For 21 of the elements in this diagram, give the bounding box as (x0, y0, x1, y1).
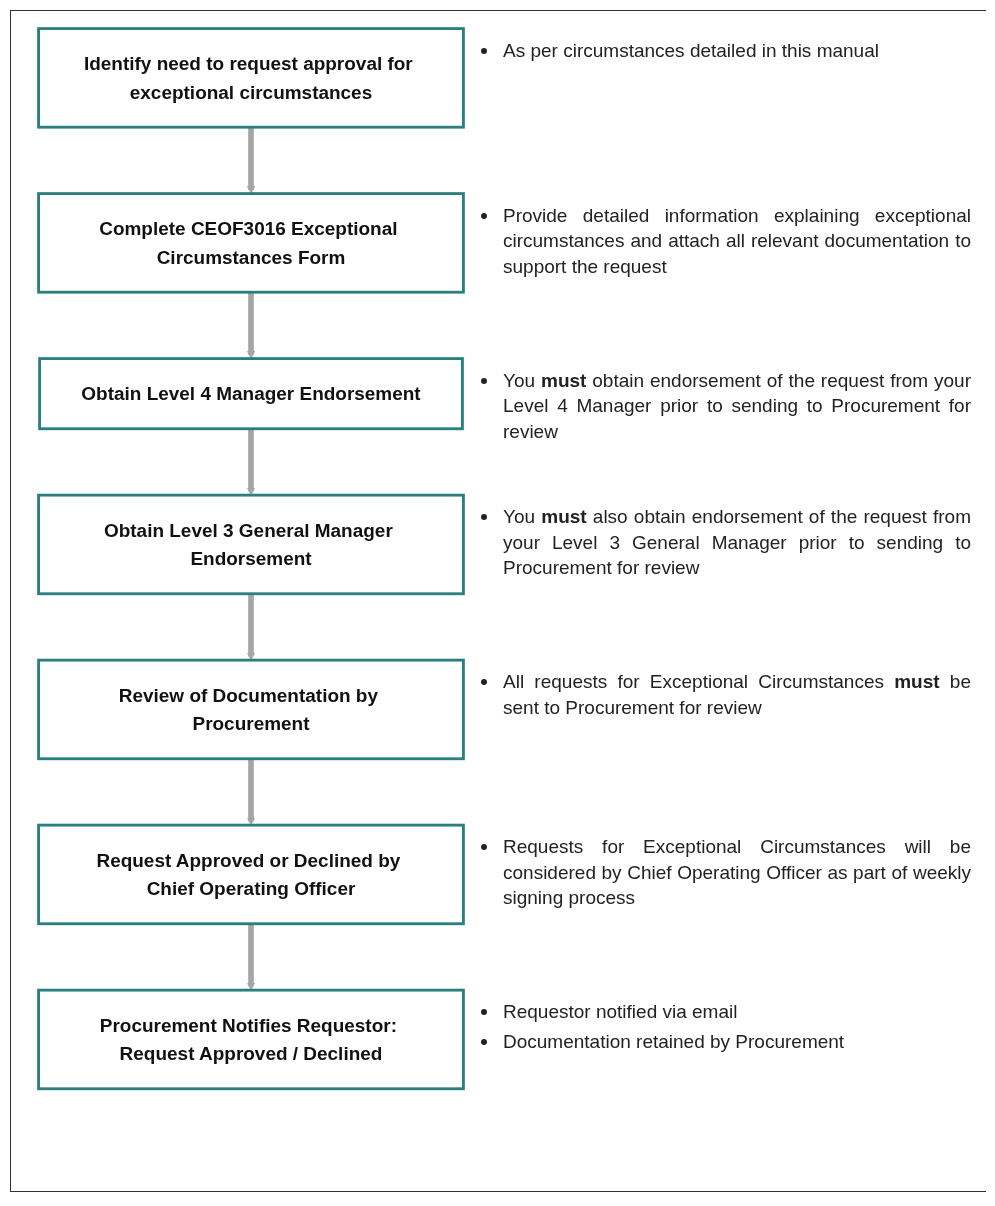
step-note: You must obtain endorsement of the request from your Level 4 Manager prior to sending to Procurement for review (503, 368, 971, 444)
arrow (246, 127, 256, 194)
node-box: Review of Documentation by Procurement (37, 658, 465, 761)
arrow (246, 428, 256, 496)
node-box: Obtain Level 3 General Manager Endorsement (37, 493, 465, 596)
node-box: Request Approved or Declined by Chief Operating Officer (37, 823, 465, 926)
step-note: All requests for Exceptional Circumstances must be sent to Procurement for review (503, 670, 971, 720)
node-box: Obtain Level 4 Manager Endorsement (38, 357, 464, 431)
arrow (246, 758, 256, 826)
arrow (246, 923, 256, 991)
step-note: Requestor notified via email (503, 1000, 738, 1025)
arrow (246, 292, 256, 359)
step-note: Documentation retained by Procurement (503, 1029, 845, 1054)
step-note: As per circumstances detailed in this manual (503, 38, 879, 63)
node-box: Procurement Notifies Requestor: Request Approved / Declined (37, 988, 465, 1091)
node-box: Identify need to request approval for exceptional circumstances (37, 27, 465, 129)
arrow (246, 593, 256, 661)
step-note: You must also obtain endorsement of the request from your Level 3 General Manager prior to sending to Procurement for review (503, 505, 971, 581)
step-note: Provide detailed information explaining exceptional circumstances and attach all relevant documentation to support the request (503, 203, 971, 279)
step-note: Requests for Exceptional Circumstances will be considered by Chief Operating Officer as part of weekly signing process (503, 835, 971, 911)
node-box: Complete CEOF3016 Exceptional Circumstances Form (37, 192, 465, 294)
